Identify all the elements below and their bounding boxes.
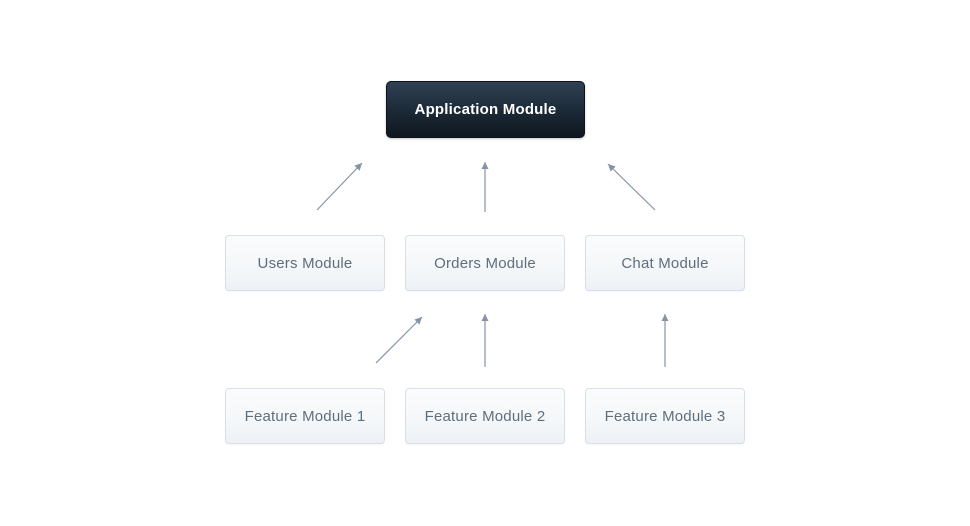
- node-feature-module-1: Feature Module 1: [225, 388, 385, 444]
- node-orders-module: Orders Module: [405, 235, 565, 291]
- node-feature-module-1-label: Feature Module 1: [244, 407, 366, 425]
- node-feature-module-3-label: Feature Module 3: [604, 407, 726, 425]
- node-feature-module-2: Feature Module 2: [405, 388, 565, 444]
- edge-users-to-application: [316, 162, 363, 211]
- node-users-module: Users Module: [225, 235, 385, 291]
- node-chat-module-label: Chat Module: [621, 254, 709, 272]
- node-orders-module-label: Orders Module: [434, 254, 536, 272]
- node-feature-module-2-label: Feature Module 2: [424, 407, 546, 425]
- edge-chat-to-application: [607, 163, 656, 211]
- node-users-module-label: Users Module: [257, 254, 353, 272]
- node-application-module-label: Application Module: [414, 101, 557, 118]
- node-feature-module-3: Feature Module 3: [585, 388, 745, 444]
- edge-feature1-to-orders: [375, 316, 423, 364]
- node-chat-module: Chat Module: [585, 235, 745, 291]
- node-application-module: Application Module: [386, 81, 585, 138]
